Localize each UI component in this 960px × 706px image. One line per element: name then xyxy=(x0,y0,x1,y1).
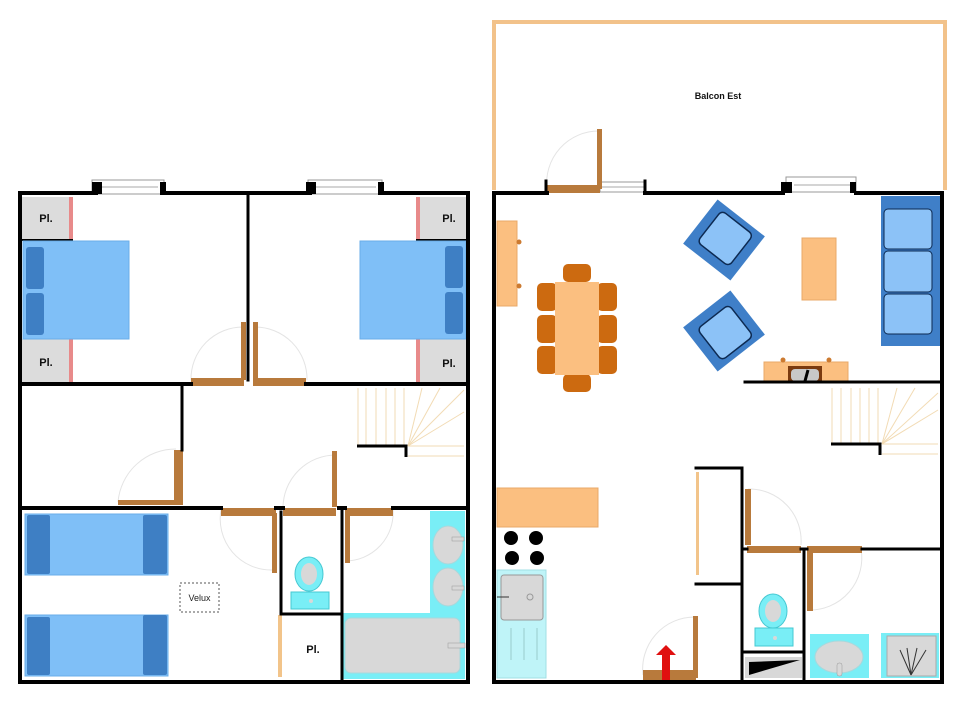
cooktop xyxy=(497,528,546,570)
tv-stand xyxy=(763,357,849,382)
closet: Pl. xyxy=(22,339,73,383)
sofa xyxy=(881,196,941,346)
door[interactable] xyxy=(345,508,393,563)
skylight-label: Velux xyxy=(188,593,211,603)
entrance-door[interactable] xyxy=(643,616,698,680)
toilet xyxy=(754,593,794,647)
closet-label: Pl. xyxy=(442,358,455,370)
balcony: Balcon Est xyxy=(492,20,947,190)
sink xyxy=(432,525,464,565)
bathroom-fixtures xyxy=(343,511,466,679)
coffee-table xyxy=(801,237,837,301)
bathtub xyxy=(344,617,461,674)
window xyxy=(781,176,857,193)
sideboard xyxy=(496,220,522,307)
door[interactable] xyxy=(283,451,337,516)
skylight: Velux xyxy=(179,582,220,613)
door[interactable] xyxy=(221,508,277,573)
entrance-arrow-icon xyxy=(656,645,676,680)
closet-label: Pl. xyxy=(306,644,319,656)
stair-wall xyxy=(357,444,408,457)
window xyxy=(306,179,384,195)
closet-label: Pl. xyxy=(39,213,52,225)
sliding-door[interactable] xyxy=(278,615,282,677)
left-floor-plan: Pl. Pl. Pl. Pl. xyxy=(18,179,470,684)
balcony-door[interactable] xyxy=(546,129,602,193)
right-floor-plan: Balcon Est xyxy=(492,20,947,684)
single-bed xyxy=(24,614,169,677)
double-bed xyxy=(359,240,467,340)
water-heater xyxy=(745,657,802,678)
door[interactable] xyxy=(807,546,862,611)
armchair xyxy=(683,199,765,281)
window xyxy=(599,181,646,193)
door[interactable] xyxy=(253,322,306,386)
closet: Pl. xyxy=(22,197,73,241)
closet: Pl. xyxy=(416,197,466,241)
bathroom-sink xyxy=(810,634,869,678)
closet-label: Pl. xyxy=(442,213,455,225)
shower xyxy=(881,633,939,678)
door[interactable] xyxy=(118,450,183,505)
toilet xyxy=(290,556,330,610)
door[interactable] xyxy=(191,322,246,386)
single-bed xyxy=(24,513,169,576)
double-bed xyxy=(22,240,130,340)
balcony-label: Balcon Est xyxy=(695,91,742,101)
closet-label: Pl. xyxy=(39,357,52,369)
closet: Pl. xyxy=(306,644,319,656)
staircase xyxy=(357,387,465,457)
stair-wall xyxy=(831,442,882,455)
sliding-door[interactable] xyxy=(696,472,699,575)
window xyxy=(91,179,166,195)
kitchen-sink xyxy=(496,569,547,679)
staircase xyxy=(831,387,939,455)
dining-table xyxy=(537,264,617,392)
closet: Pl. xyxy=(416,339,466,383)
door[interactable] xyxy=(745,489,801,553)
kitchen-counter xyxy=(496,487,599,528)
armchair xyxy=(683,290,765,372)
